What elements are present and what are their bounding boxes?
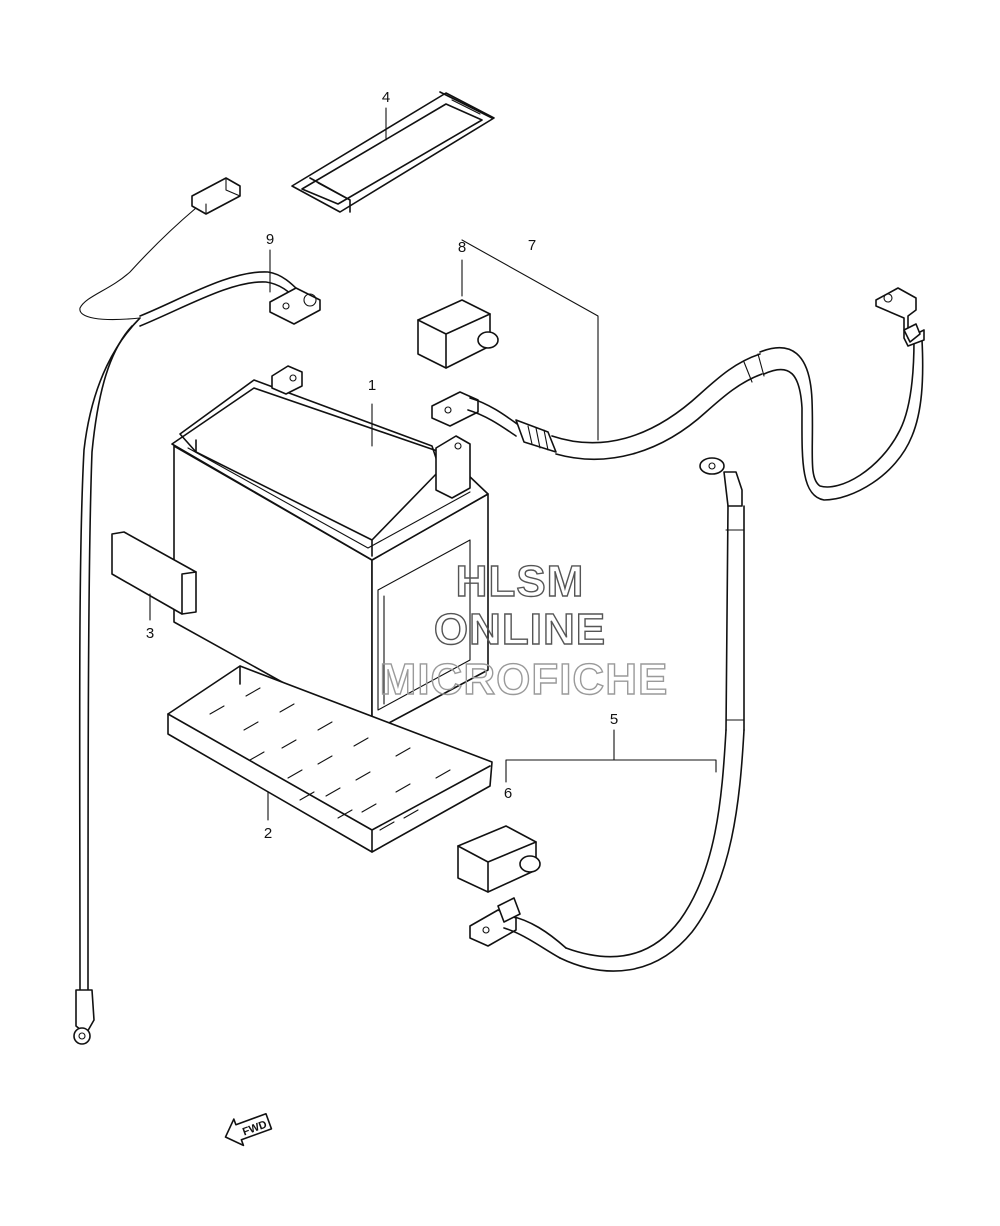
part-battery-band[interactable] [291, 91, 495, 213]
callout-3: 3 [146, 625, 154, 642]
watermark-line-1: HLSM [456, 557, 585, 606]
callout-8: 8 [458, 239, 466, 256]
part-terminal-cover-lower[interactable] [457, 825, 541, 893]
watermark-line-2: ONLINE [434, 605, 606, 654]
part-lead-wire-left[interactable] [73, 177, 321, 1045]
part-lead-wire-right[interactable] [469, 457, 745, 972]
fwd-arrow-icon: FWD [224, 1112, 273, 1147]
callout-7: 7 [528, 237, 536, 254]
callout-2: 2 [264, 825, 272, 842]
callout-1: 1 [368, 377, 376, 394]
part-terminal-cover-upper[interactable] [417, 299, 499, 369]
callout-5: 5 [610, 711, 618, 728]
callout-leaders [149, 107, 717, 821]
callout-9: 9 [266, 231, 274, 248]
callout-numbers: 1 2 3 4 5 6 7 8 9 [146, 89, 618, 842]
part-starter-cable[interactable] [431, 287, 925, 501]
callout-6: 6 [504, 785, 512, 802]
watermark-line-3: MICROFICHE [380, 655, 669, 704]
part-label-sticker[interactable] [111, 531, 197, 615]
watermark: HLSM ONLINE MICROFICHE [379, 556, 669, 704]
callout-4: 4 [382, 89, 390, 106]
part-battery-tray[interactable] [167, 665, 493, 853]
